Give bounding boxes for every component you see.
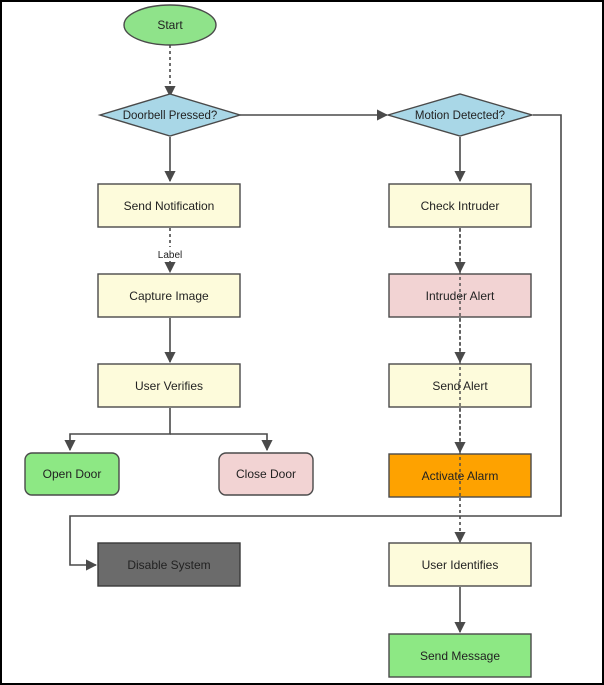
close-door-label: Close Door [236,467,296,481]
edge-verifies-close [170,433,273,452]
user-verifies-box [97,363,241,408]
check-intruder-label: Check Intruder [421,199,500,213]
edge-motion-disable [69,114,562,571]
motion-diamond [385,93,535,137]
motion-label: Motion Detected? [415,110,505,122]
node-open-door[interactable]: Open Door [24,452,120,496]
user-verifies-label: User Verifies [135,379,203,393]
doorbell-diamond [97,93,243,137]
send-notification-label: Send Notification [124,199,215,213]
capture-image-box [97,273,241,318]
disable-system-box [97,542,241,587]
send-message-box [388,633,532,678]
edge-verifies-open [64,408,171,452]
capture-image-label: Capture Image [129,289,209,303]
doorbell-label: Doorbell Pressed? [123,110,218,122]
user-identifies-label: User Identifies [422,558,499,572]
disable-system-label: Disable System [127,558,210,572]
node-doorbell-pressed[interactable]: Doorbell Pressed? [97,93,243,137]
check-intruder-box [388,183,532,228]
node-user-verifies[interactable]: User Verifies [97,363,241,408]
node-disable-system[interactable]: Disable System [97,542,241,587]
edge-label: Label [158,250,182,261]
user-identifies-box [388,542,532,587]
open-door-label: Open Door [43,467,102,481]
node-send-notification[interactable]: Send Notification [97,183,241,228]
start-label: Start [157,18,183,32]
close-door-box [218,452,314,496]
open-door-box [24,452,120,496]
node-close-door[interactable]: Close Door [218,452,314,496]
node-user-identifies[interactable]: User Identifies [388,542,532,587]
start-ellipse [123,4,217,46]
node-capture-image[interactable]: Capture Image [97,273,241,318]
node-check-intruder[interactable]: Check Intruder [388,183,532,228]
node-send-message[interactable]: Send Message [388,633,532,678]
send-message-label: Send Message [420,649,500,663]
node-motion-detected[interactable]: Motion Detected? [385,93,535,137]
node-start[interactable]: Start [123,4,217,46]
send-notification-box [97,183,241,228]
